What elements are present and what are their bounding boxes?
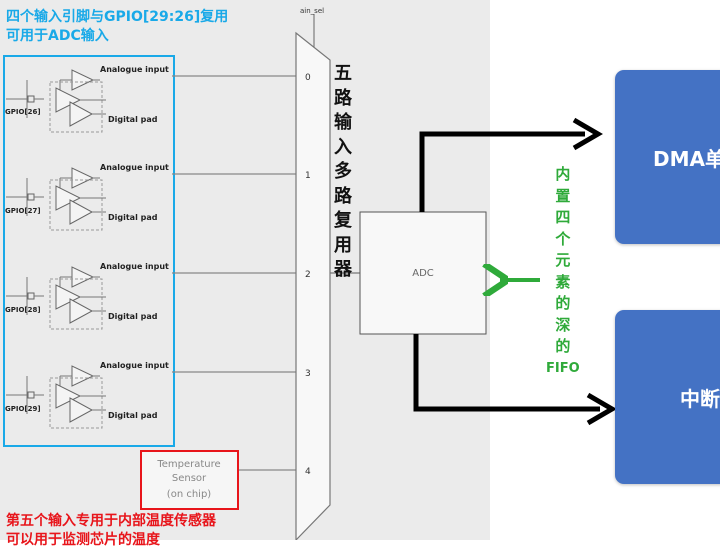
mux-input-2: 2 — [305, 270, 311, 280]
adc-to-dma-arrow — [419, 131, 585, 212]
mux-label-char: 路 — [334, 185, 352, 207]
digital-pad-label: Digital pad — [108, 312, 158, 321]
sensor-label-line1: Temperature — [156, 459, 220, 470]
adc-label: ADC — [412, 268, 434, 279]
ain-sel-label: ain_sel — [300, 7, 324, 15]
mux-input-1: 1 — [305, 171, 311, 181]
sensor-label-line3: (on chip) — [167, 489, 211, 500]
gpio-note-line1: 四个输入引脚与GPIO[29:26]复用 — [6, 9, 229, 25]
fifo-vertical-label: 内 置 四 个 元 素 的 深 的 FIFO — [546, 164, 580, 379]
mux-label-char: 多 — [334, 161, 352, 182]
pad-cell — [5, 167, 107, 231]
fifo-label-char: 内 — [555, 165, 571, 183]
gpio29-label: GPIO[29] — [5, 405, 41, 413]
adc-block — [359, 211, 487, 335]
mux-label-char: 复 — [334, 210, 352, 231]
mux-label-char: 路 — [334, 87, 352, 109]
fifo-label-char: 元 — [555, 251, 571, 269]
sensor-label-line2: Sensor — [172, 473, 207, 484]
analogue-input-label: Analogue input — [100, 163, 169, 172]
adc-to-interrupt-arrow — [413, 334, 600, 412]
fifo-label-char: 的 — [555, 294, 571, 312]
gpio-note-line2: 可用于ADC输入 — [6, 28, 109, 44]
fifo-label-char: 素 — [555, 272, 571, 291]
interrupt-label: 中断 — [680, 386, 720, 411]
fifo-label-char: FIFO — [546, 360, 580, 376]
adc-to-dma-arrowhead — [572, 117, 603, 151]
fifo-label-char: 个 — [555, 229, 571, 248]
analogue-input-label: Analogue input — [100, 262, 169, 271]
gpio-input-note: 四个输入引脚与GPIO[29:26]复用 可用于ADC输入 — [6, 8, 228, 46]
temp-note-line1: 第五个输入专用于内部温度传感器 — [6, 513, 216, 529]
mux-input-4: 4 — [305, 467, 311, 477]
pad-cell — [5, 266, 107, 330]
mux-vertical-label: 五 路 输 入 多 路 复 用 器 — [334, 62, 352, 283]
gpio-pads-frame — [3, 55, 175, 447]
fifo-label-char: 四 — [555, 208, 571, 226]
fifo-label-char: 的 — [555, 337, 571, 355]
digital-pad-label: Digital pad — [108, 213, 158, 222]
fifo-label-char: 深 — [555, 315, 571, 334]
gpio26-label: GPIO[26] — [5, 108, 41, 116]
mux-label-char: 五 — [334, 63, 352, 84]
dma-label: DMA单 — [653, 146, 720, 171]
interrupt-box: 中断 — [615, 310, 720, 484]
temp-note-line2: 可以用于监测芯片的温度 — [6, 532, 160, 548]
mux-label-char: 用 — [334, 234, 352, 256]
pad-cell — [5, 365, 107, 429]
gpio28-label: GPIO[28] — [5, 306, 41, 314]
adc-to-interrupt-arrowhead — [586, 392, 617, 426]
digital-pad-label: Digital pad — [108, 115, 158, 124]
fifo-label-char: 置 — [555, 186, 571, 205]
analogue-input-label: Analogue input — [100, 65, 169, 74]
dma-box: DMA单 — [615, 70, 720, 244]
pad-cell — [5, 69, 107, 133]
multiplexer — [295, 31, 331, 540]
gpio27-label: GPIO[27] — [5, 207, 41, 215]
mux-input-3: 3 — [305, 369, 311, 379]
digital-pad-label: Digital pad — [108, 411, 158, 420]
mux-input-0: 0 — [305, 73, 311, 83]
mux-label-char: 输 — [334, 112, 352, 133]
mux-label-char: 入 — [334, 136, 352, 158]
temp-sensor-note: 第五个输入专用于内部温度传感器 可以用于监测芯片的温度 — [6, 512, 216, 550]
mux-label-char: 器 — [334, 259, 352, 280]
temperature-sensor-box — [140, 450, 239, 510]
analogue-input-label: Analogue input — [100, 361, 169, 370]
